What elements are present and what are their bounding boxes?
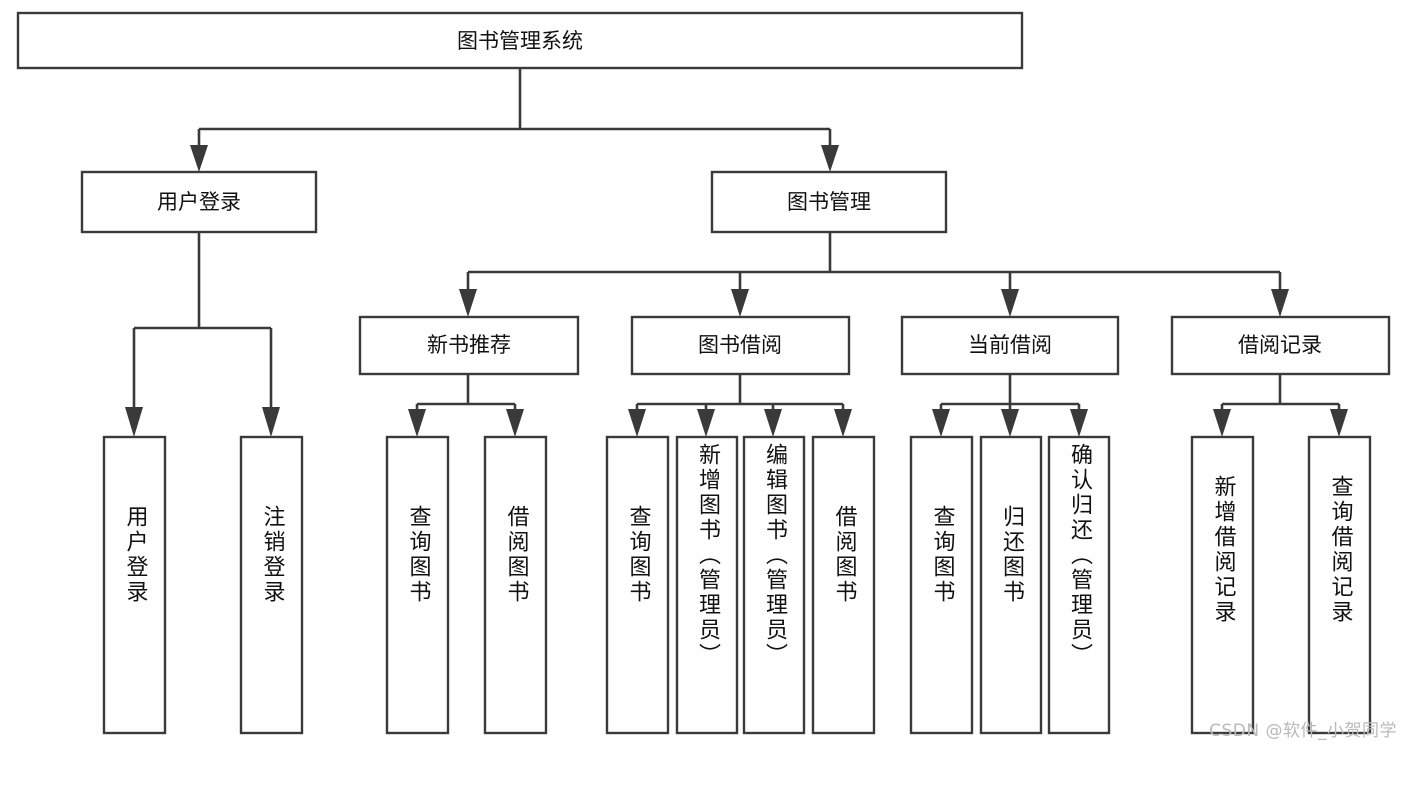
node-book-management[interactable]: 图书管理 <box>710 170 948 234</box>
leaf-box-recommend-query[interactable] <box>385 435 450 735</box>
node-book-management-box[interactable] <box>710 170 948 234</box>
node-book-borrow-label: 图书借阅 <box>698 333 782 357</box>
node-new-book-recommend-box[interactable] <box>358 315 580 376</box>
leaf-box-borrow-borrow[interactable] <box>811 435 876 735</box>
node-current-borrow-box[interactable] <box>900 315 1120 376</box>
node-book-borrow-box[interactable] <box>630 315 851 376</box>
node-book-management-label: 图书管理 <box>787 190 871 214</box>
leaf-box-record-add[interactable] <box>1190 435 1255 735</box>
leaf-box-user-login-login[interactable] <box>102 435 167 735</box>
leaf-box-borrow-edit[interactable] <box>742 435 806 735</box>
arrow-head-icon <box>125 407 143 437</box>
leaf-layer <box>102 435 1372 735</box>
node-root-box[interactable] <box>16 11 1024 70</box>
node-root-label: 图书管理系统 <box>457 29 583 53</box>
node-current-borrow-label: 当前借阅 <box>968 333 1052 357</box>
leaf-box-current-return[interactable] <box>979 435 1043 735</box>
leaf-box-user-login-logout[interactable] <box>239 435 304 735</box>
arrow-head-icon <box>262 407 280 437</box>
watermark-text: CSDN @软件_小贺同学 <box>1209 721 1397 741</box>
node-new-book-recommend[interactable]: 新书推荐 <box>358 315 580 376</box>
arrow-head-icon <box>932 409 950 437</box>
connector-layer <box>125 68 1348 437</box>
node-user-login-box[interactable] <box>80 170 318 234</box>
leaf-box-current-confirm[interactable] <box>1047 435 1111 735</box>
node-book-borrow[interactable]: 图书借阅 <box>630 315 851 376</box>
arrow-head-icon <box>731 289 749 317</box>
node-new-book-recommend-label: 新书推荐 <box>427 333 511 357</box>
arrow-head-icon <box>1001 289 1019 317</box>
arrow-head-icon <box>459 289 477 317</box>
arrow-head-icon <box>1001 409 1019 437</box>
arrow-head-icon <box>697 409 715 437</box>
arrow-head-icon <box>1070 409 1088 437</box>
arrow-head-icon <box>1330 409 1348 437</box>
leaf-box-recommend-borrow[interactable] <box>483 435 548 735</box>
arrow-head-icon <box>190 145 208 172</box>
arrow-head-icon <box>506 409 524 437</box>
arrow-head-icon <box>764 409 782 437</box>
leaf-box-borrow-add[interactable] <box>675 435 739 735</box>
arrow-head-icon <box>408 409 426 437</box>
node-user-login-label: 用户登录 <box>157 190 241 214</box>
node-borrow-record-box[interactable] <box>1170 315 1391 376</box>
leaf-box-record-query[interactable] <box>1307 435 1372 735</box>
node-user-login[interactable]: 用户登录 <box>80 170 318 234</box>
diagram-canvas: 图书管理系统 用户登录 图书管理 新书推荐 图书借阅 当前借阅 借阅记录 <box>16 11 1397 741</box>
node-root[interactable]: 图书管理系统 <box>16 11 1024 70</box>
node-borrow-record[interactable]: 借阅记录 <box>1170 315 1391 376</box>
node-current-borrow[interactable]: 当前借阅 <box>900 315 1120 376</box>
leaf-box-current-query[interactable] <box>909 435 974 735</box>
arrow-head-icon <box>628 409 646 437</box>
arrow-head-icon <box>821 145 839 172</box>
arrow-head-icon <box>834 409 852 437</box>
arrow-head-icon <box>1271 289 1289 317</box>
leaf-box-borrow-query[interactable] <box>605 435 670 735</box>
node-borrow-record-label: 借阅记录 <box>1238 333 1322 357</box>
arrow-head-icon <box>1213 409 1231 437</box>
hierarchy-diagram-svg: 图书管理系统 用户登录 图书管理 新书推荐 图书借阅 当前借阅 借阅记录 <box>16 11 1391 735</box>
